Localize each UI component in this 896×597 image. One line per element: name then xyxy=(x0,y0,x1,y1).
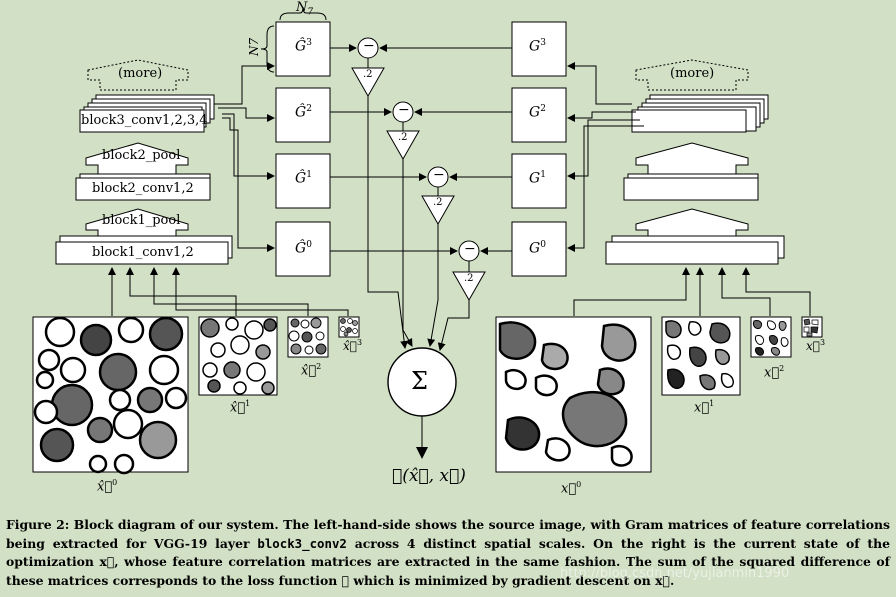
source-image-2-label: x̂⃗2 xyxy=(301,362,322,379)
gram-hat-3-label: Ĝ3 xyxy=(295,38,312,55)
gram-hat-2-label: Ĝ2 xyxy=(295,104,312,121)
source-image-3 xyxy=(338,316,360,338)
sum-node xyxy=(387,347,457,417)
gram-boxes xyxy=(511,21,567,277)
optimized-image-0-label: x⃗0 xyxy=(561,480,582,497)
gram-3-label: G3 xyxy=(529,38,546,55)
caption-part-2: across 4 distinct spatial scales. On the… xyxy=(6,535,890,588)
minus-label-1: − xyxy=(433,167,445,183)
source-image-0-label: x̂⃗0 xyxy=(97,478,118,495)
square-label-1: .2 xyxy=(433,197,443,208)
optimized-image-2-label: x⃗2 xyxy=(764,364,785,381)
gram-hat-0-box xyxy=(275,221,331,277)
n7-top-brace xyxy=(279,6,327,21)
gram-0-box xyxy=(511,221,567,277)
gram-1-box xyxy=(511,153,567,209)
optimized-image-0 xyxy=(495,316,652,473)
sum-label: Σ xyxy=(411,367,428,395)
square-nodes xyxy=(351,67,486,302)
gram-3-box xyxy=(511,21,567,77)
gram-1-label: G1 xyxy=(529,170,546,187)
source-image-3-label: x̂⃗3 xyxy=(343,338,363,353)
left-more-label: (more) xyxy=(118,66,163,81)
gram-hat-2-box xyxy=(275,87,331,143)
right-more-arrow xyxy=(635,59,749,91)
square-label-0: .2 xyxy=(464,273,474,284)
block2-pool-label: block2_pool xyxy=(102,148,181,163)
gram-2-box xyxy=(511,87,567,143)
gram-hat-1-box xyxy=(275,153,331,209)
gram-hat-0-label: Ĝ0 xyxy=(295,240,312,257)
optimized-image-3 xyxy=(801,316,823,338)
diff-nodes xyxy=(357,37,480,262)
n7-side-brace xyxy=(260,25,275,73)
optimized-image-3-label: x⃗3 xyxy=(806,338,826,353)
gram-hat-3-box xyxy=(275,21,331,77)
minus-label-2: − xyxy=(398,102,410,118)
square-label-3: .2 xyxy=(363,69,373,80)
minus-label-0: − xyxy=(464,241,476,257)
block2-label: block2_conv1,2 xyxy=(92,181,194,196)
caption-part-1: Figure 2: Block diagram of our system. T… xyxy=(6,517,890,551)
block2-pool-arrow xyxy=(85,142,189,176)
n7-top-label: N7 xyxy=(296,0,314,18)
gram-0-label: G0 xyxy=(529,240,546,257)
block1-pool-label: block1_pool xyxy=(102,213,181,228)
right-network-stack xyxy=(605,59,785,265)
connections xyxy=(108,44,811,459)
optimized-image-1 xyxy=(661,316,741,396)
gram-2-label: G2 xyxy=(529,104,546,121)
gram-hat-1-label: Ĝ1 xyxy=(295,170,312,187)
figure-caption: Figure 2: Block diagram of our system. T… xyxy=(6,516,890,590)
source-image-1-label: x̂⃗1 xyxy=(230,399,251,416)
left-network-stack xyxy=(55,59,233,265)
source-image-1 xyxy=(198,316,278,396)
source-image-2 xyxy=(287,316,329,358)
optimized-image-1-label: x⃗1 xyxy=(694,399,715,416)
block-diagram xyxy=(32,6,823,475)
n7-side-label: N7 xyxy=(247,37,261,56)
left-more-arrow xyxy=(87,59,189,91)
caption-code: block3_conv2 xyxy=(257,535,347,551)
block1-pool-arrow xyxy=(85,208,189,238)
minus-label-3: − xyxy=(363,38,375,54)
block3-label: block3_conv1,2,3,4 xyxy=(81,113,208,128)
square-label-2: .2 xyxy=(398,132,408,143)
right-more-label: (more) xyxy=(670,66,715,81)
block1-label: block1_conv1,2 xyxy=(92,245,194,260)
loss-label: ℒ(x̂⃗, x⃗) xyxy=(392,466,466,486)
gram-hat-boxes xyxy=(275,21,331,277)
watermark-text: http://blog.csdn.net/yujianmin1990 xyxy=(560,566,790,581)
optimized-image-2 xyxy=(750,316,792,358)
source-image-0 xyxy=(32,316,189,475)
